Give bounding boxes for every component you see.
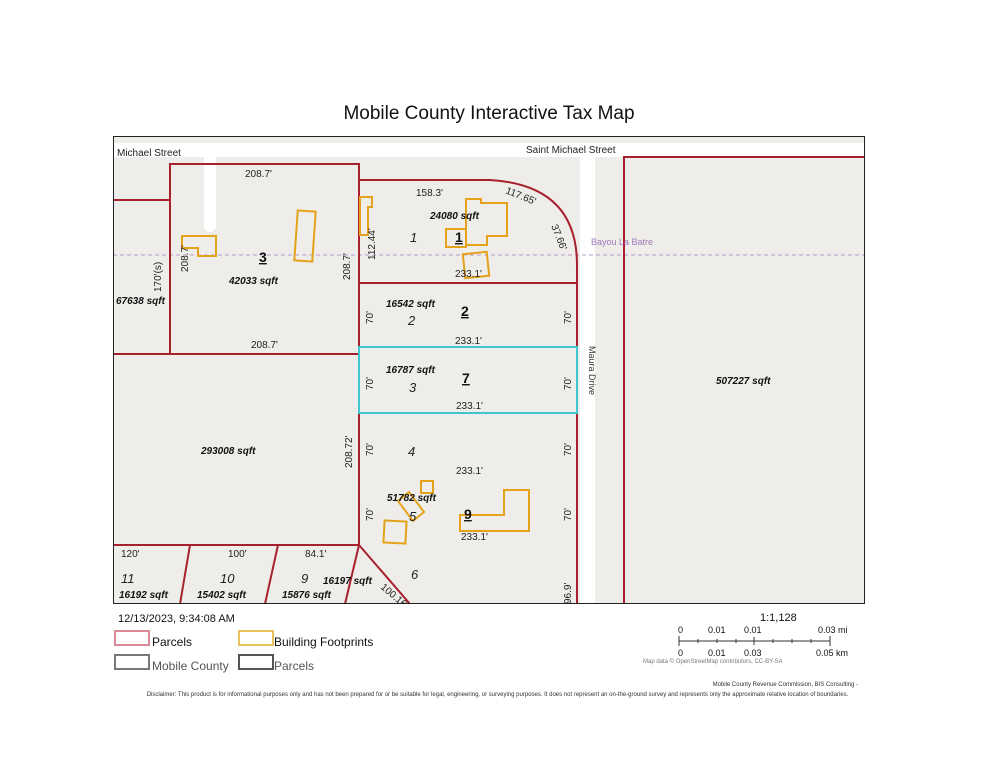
dimension-label: 208.7'	[251, 340, 278, 351]
dimension-label: 233.1'	[461, 532, 488, 543]
building-footprints	[181, 196, 530, 545]
scale-tick-label: 0.01	[708, 648, 726, 658]
area-label: 42033 sqft	[228, 276, 279, 287]
lot-number: 11	[121, 571, 135, 586]
road-maura-drive	[580, 157, 595, 604]
parcel-number[interactable]: 2	[461, 303, 469, 319]
dimension-label: 70'	[563, 377, 574, 390]
scale-bar-graphic	[678, 636, 831, 646]
dimension-label: 96.9'	[563, 583, 574, 604]
credit-text: Mobile County Revenue Commission, BIS Co…	[712, 682, 858, 688]
legend-label: Parcels	[152, 635, 193, 649]
driveway	[204, 157, 216, 232]
dimension-label: 233.1'	[456, 466, 483, 477]
scale-ratio: 1:1,128	[760, 612, 797, 624]
legend-label: Mobile County	[152, 659, 229, 673]
dimension-label: 70'	[563, 508, 574, 521]
dimension-label: 100'	[228, 549, 247, 560]
dimension-label: 70'	[365, 508, 376, 521]
dimension-label: 70'	[365, 311, 376, 324]
dimension-label: 208.7'	[245, 169, 272, 180]
lot-number: 3	[409, 380, 417, 395]
area-label: 15402 sqft	[197, 590, 247, 601]
legend-label: Building Footprints	[274, 635, 374, 649]
dimension-label: 70'	[563, 311, 574, 324]
road-saint-michael-street	[113, 143, 865, 157]
scale-tick-label: 0.01	[708, 625, 726, 635]
page-title: Mobile County Interactive Tax Map	[343, 103, 635, 124]
dimension-label: 208.72'	[344, 435, 355, 468]
legend-swatch-parcels-outline	[238, 654, 274, 670]
lot-number: 9	[301, 571, 308, 586]
parcel-507227[interactable]	[623, 156, 864, 604]
lot-number: 2	[407, 313, 416, 328]
lot-number: 1	[410, 230, 417, 245]
dimension-label: 84.1'	[305, 549, 326, 560]
area-label: 51782 sqft	[387, 493, 437, 504]
parcel-number[interactable]: 3	[259, 249, 267, 265]
dimension-label: 208.7'	[342, 253, 353, 280]
parcel-1[interactable]	[359, 179, 578, 604]
map-frame	[113, 136, 865, 604]
street-label: Michael Street	[117, 148, 181, 159]
legend-swatch-mobile-county	[114, 654, 150, 670]
scale-tick-label: 0	[678, 625, 684, 635]
lot-number: 10	[220, 571, 235, 586]
dimension-label: 158.3'	[416, 188, 443, 199]
map-attribution: Map data © OpenStreetMap contributors, C…	[643, 659, 783, 665]
lot-number: 6	[411, 567, 419, 582]
parcel-number[interactable]: 9	[464, 506, 472, 522]
scale-tick-label: 0.01	[744, 625, 762, 635]
dimension-label: 208.7'	[180, 245, 191, 272]
area-label: 507227 sqft	[716, 376, 771, 387]
legend-swatch-parcels	[114, 630, 150, 646]
parcel-number[interactable]: 1	[455, 229, 463, 245]
tax-map[interactable]: Michael Street Saint Michael Street 208.…	[113, 136, 865, 604]
area-label: 67638 sqft	[116, 296, 166, 307]
dimension-label: 70'	[563, 443, 574, 456]
dimension-label: 233.1'	[456, 401, 483, 412]
dimension-label: 112.44'	[367, 228, 378, 260]
street-label: Maura Drive	[587, 346, 597, 395]
scale-tick-label: 0	[678, 648, 684, 658]
dimension-label: 233.1'	[455, 336, 482, 347]
legend-label: Parcels	[274, 659, 315, 673]
dimension-label: 233.1'	[455, 269, 482, 280]
lot-number: 5	[409, 509, 417, 524]
scale-tick-label: 0.03	[744, 648, 762, 658]
dimension-label: 70'	[365, 443, 376, 456]
area-label: 293008 sqft	[200, 446, 256, 457]
area-label: 15876 sqft	[282, 590, 332, 601]
selected-parcel-7[interactable]	[358, 346, 578, 414]
area-label: 16197 sqft	[323, 576, 373, 587]
area-label: 16787 sqft	[386, 365, 436, 376]
parcel-number[interactable]: 7	[462, 370, 470, 386]
area-label: 16192 sqft	[119, 590, 169, 601]
parcel-lines	[113, 156, 864, 604]
dimension-label: 170'(s)	[153, 262, 164, 292]
timestamp: 12/13/2023, 9:34:08 AM	[118, 613, 235, 625]
legend-swatch-building-footprints	[238, 630, 274, 646]
lot-number: 4	[408, 444, 415, 459]
dimension-label: 120'	[121, 549, 140, 560]
disclaimer: Disclaimer: This product is for informat…	[146, 692, 849, 698]
map-ground	[113, 136, 865, 604]
area-label: 24080 sqft	[429, 211, 480, 222]
waterway-label: Bayou La Batre	[591, 237, 653, 247]
scale-tick-label: 0.05 km	[816, 648, 849, 658]
street-label: Saint Michael Street	[526, 145, 616, 156]
area-label: 16542 sqft	[386, 299, 436, 310]
dimension-label: 70'	[365, 377, 376, 390]
scale-tick-label: 0.03 mi	[818, 625, 848, 635]
